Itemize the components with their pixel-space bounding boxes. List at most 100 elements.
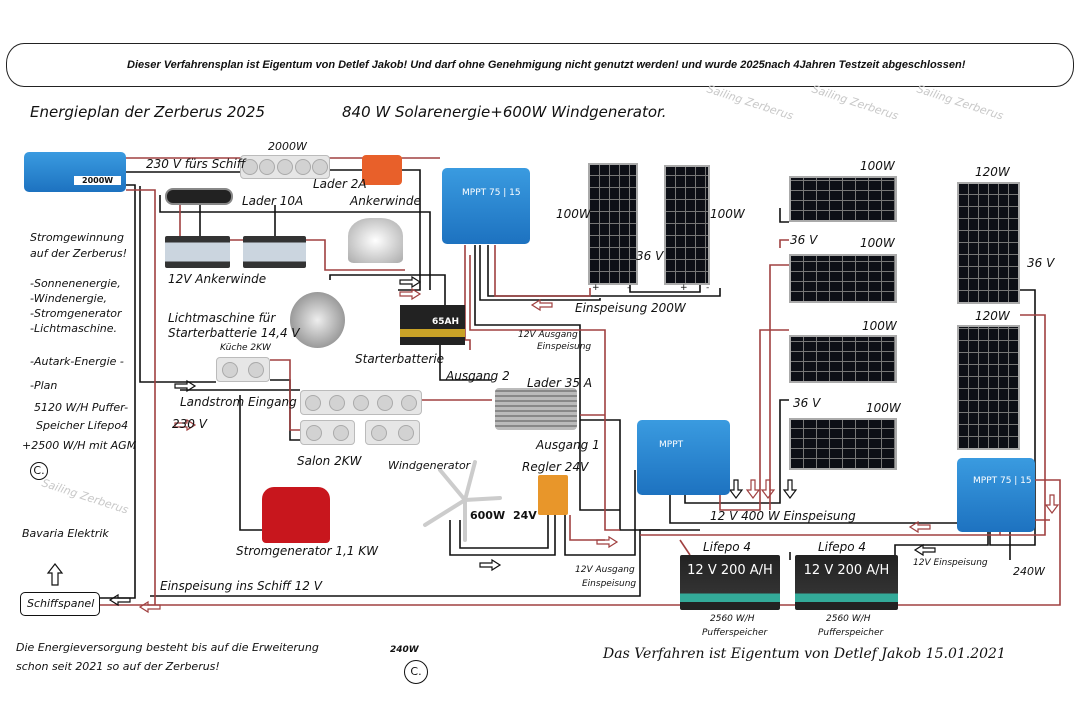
- wire: [684, 399, 789, 504]
- label: 240W: [1013, 565, 1045, 578]
- solar-panel-100w: [789, 418, 897, 470]
- note: Bavaria Elektrik: [22, 527, 109, 540]
- arrow-right-icon: [174, 379, 197, 393]
- label: Landstrom Eingang: [180, 395, 297, 409]
- charger-35a: [495, 388, 577, 430]
- wire: [1000, 314, 1046, 536]
- label: 24V: [513, 509, 537, 522]
- generator: [262, 487, 330, 543]
- label: 2000W: [268, 140, 307, 153]
- starter-battery: 65AH: [400, 305, 465, 345]
- label: 100W: [556, 207, 591, 221]
- copyright-mark: C.: [404, 660, 428, 684]
- wire: [439, 345, 492, 381]
- wire: [179, 200, 405, 271]
- label: Einspeisung ins Schiff 12 V: [160, 579, 322, 593]
- lifepo4-battery: 12 V 200 A/H: [680, 555, 780, 610]
- wire: [270, 379, 300, 441]
- wire: [479, 245, 601, 301]
- diagram-title: Energieplan der Zerberus 2025: [30, 103, 265, 121]
- label: 36 V: [1027, 256, 1055, 270]
- label: Ausgang 2: [446, 369, 510, 383]
- agm-battery: [165, 236, 230, 268]
- wire: [459, 515, 549, 549]
- arrow-down-icon: [782, 479, 798, 499]
- lifepo4-battery: 12 V 200 A/H: [795, 555, 898, 610]
- arrow-right-icon: [399, 287, 422, 301]
- polarity: -: [627, 283, 631, 293]
- solar-panel-100w: [664, 165, 710, 285]
- arrow-up-icon: [46, 563, 64, 586]
- label: Einspeisung: [537, 342, 592, 352]
- label: Ausgang 1: [536, 438, 600, 452]
- arrow-left-icon: [913, 543, 936, 557]
- note: -Lichtmaschine.: [30, 322, 117, 335]
- label: Regler 24V: [522, 460, 589, 474]
- label: 600W: [470, 509, 506, 522]
- mppt-controller-1: MPPT 75 | 15: [442, 168, 530, 244]
- arrow-down-icon: [760, 479, 776, 499]
- label: Lifepo 4: [818, 540, 867, 554]
- arrow-left-icon: [138, 600, 161, 614]
- note: -Plan: [30, 379, 58, 392]
- note: -Autark-Energie -: [30, 355, 124, 368]
- label: Salon 2KW: [297, 454, 362, 468]
- label: Pufferspeicher: [702, 628, 768, 638]
- signature: Das Verfahren ist Eigentum von Detlef Ja…: [603, 646, 1006, 662]
- label: Pufferspeicher: [818, 628, 884, 638]
- solar-panel-100w: [789, 254, 897, 303]
- label: 2560 W/H: [710, 614, 755, 624]
- anchor-winch: [348, 218, 403, 263]
- label: 12 V 400 W Einspeisung: [710, 509, 856, 523]
- note: +2500 W/H mit AGM: [22, 439, 137, 452]
- note: -Windenergie,: [30, 292, 107, 305]
- note: Stromgewinnung: [30, 231, 124, 244]
- socket-kitchen: [216, 357, 270, 382]
- wind-regulator-24v: [538, 475, 568, 515]
- socket-salon: [365, 420, 420, 445]
- footer-extension: 240W: [390, 645, 419, 655]
- power-strip-landstrom: [300, 390, 422, 415]
- wire: [100, 189, 1061, 606]
- polarity: +: [680, 283, 688, 293]
- wire: [494, 245, 591, 297]
- ship-panel: Schiffspanel: [20, 592, 100, 616]
- charger-2a: [362, 155, 402, 185]
- arrow-right-icon: [174, 418, 197, 432]
- label: 2560 W/H: [826, 614, 871, 624]
- label: Einspeisung 200W: [575, 301, 686, 315]
- banner-text: Dieser Verfahrensplan ist Eigentum von D…: [127, 59, 966, 71]
- wire: [569, 515, 605, 541]
- footer-line2: schon seit 2021 so auf der Zerberus!: [16, 660, 220, 673]
- wire: [779, 208, 789, 223]
- arrow-right-icon: [479, 558, 502, 572]
- label: 100W: [860, 159, 895, 173]
- label: 230 V fürs Schiff: [146, 157, 246, 171]
- solar-panel-100w: [789, 335, 897, 383]
- wire: [150, 529, 700, 597]
- arrow-down-icon: [728, 479, 744, 499]
- wire: [464, 245, 471, 350]
- label: 100W: [862, 319, 897, 333]
- wind-turbine-icon: [423, 460, 502, 542]
- label: 120W: [975, 309, 1010, 323]
- label: 100W: [866, 401, 901, 415]
- label: 12V Einspeisung: [913, 558, 988, 568]
- arrow-left-icon: [908, 520, 931, 534]
- wire: [669, 495, 1011, 560]
- wire: [989, 289, 1036, 546]
- note: auf der Zerberus!: [30, 247, 128, 260]
- label: 36 V: [790, 233, 818, 247]
- mppt-controller-2: MPPT: [637, 420, 730, 495]
- wire: [629, 285, 701, 293]
- power-strip-2000w: [240, 155, 330, 179]
- label: Ankerwinde: [350, 194, 421, 208]
- label: 12V Ausgang: [518, 330, 578, 340]
- label: 36 V: [793, 396, 821, 410]
- wire: [679, 539, 691, 556]
- polarity: -: [706, 283, 710, 293]
- flow-arrows: [46, 275, 936, 607]
- label: 120W: [975, 165, 1010, 179]
- label: 100W: [710, 207, 745, 221]
- label: Küche 2KW: [220, 343, 271, 353]
